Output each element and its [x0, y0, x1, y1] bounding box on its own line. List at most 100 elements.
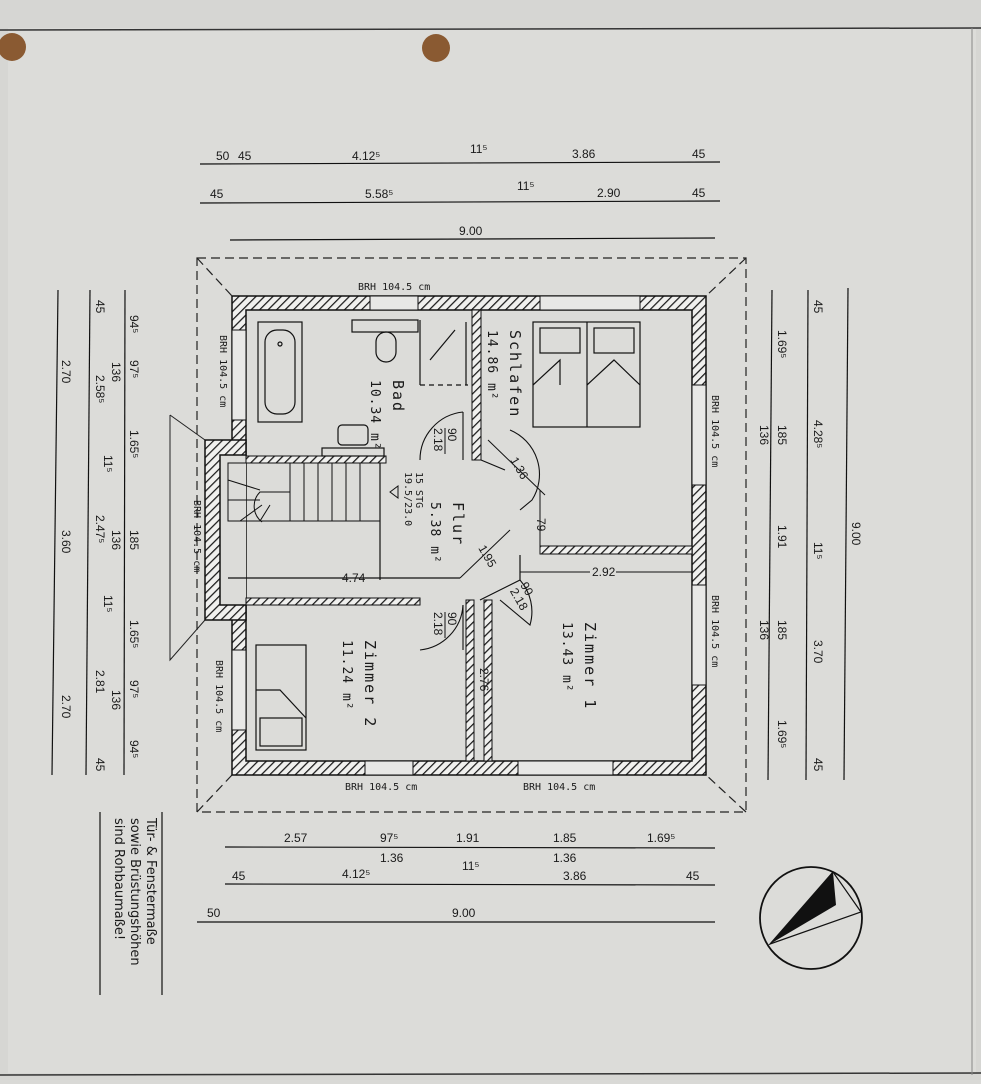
svg-text:97⁵: 97⁵ — [127, 360, 141, 378]
svg-text:1.65⁵: 1.65⁵ — [127, 620, 141, 648]
svg-text:9.00: 9.00 — [452, 906, 476, 920]
exterior-walls — [169, 295, 707, 776]
svg-text:4.74: 4.74 — [342, 571, 366, 585]
room-bad: Bad 10.34 m² — [367, 380, 407, 451]
brh-label: BRH 104.5 cm — [345, 782, 417, 793]
single-bed — [255, 644, 307, 751]
svg-text:45: 45 — [811, 300, 825, 314]
svg-text:1.36: 1.36 — [553, 851, 577, 865]
svg-text:185: 185 — [775, 620, 789, 640]
dimension-right — [767, 287, 849, 781]
svg-text:11⁵: 11⁵ — [462, 859, 479, 873]
bathtub — [257, 321, 303, 423]
dimension-top-labels: 50 45 4.12⁵ 11⁵ 3.86 45 45 5.58⁵ 11⁵ 2.9… — [210, 142, 706, 238]
room-name: Zimmer 1 — [581, 622, 599, 710]
dimension-right-labels: 1.69⁵ 185 136 1.91 185 136 1.69⁵ 45 4.28… — [757, 300, 863, 772]
room-area: 10.34 m² — [367, 380, 382, 451]
roof-outline — [196, 257, 747, 813]
pushpin-icon — [422, 34, 450, 62]
room-area: 13.43 m² — [559, 622, 574, 693]
room-flur: Flur 5.38 m² — [427, 502, 467, 564]
svg-text:79: 79 — [534, 518, 548, 532]
sheet-top-edge — [0, 27, 981, 31]
svg-text:136: 136 — [757, 620, 771, 640]
svg-text:2.76: 2.76 — [477, 668, 491, 692]
svg-text:185: 185 — [127, 530, 141, 550]
svg-text:1.65⁵: 1.65⁵ — [127, 430, 141, 458]
svg-text:50: 50 — [207, 906, 221, 920]
svg-text:1.69⁵: 1.69⁵ — [775, 720, 789, 748]
svg-text:2.70: 2.70 — [59, 695, 73, 719]
dimension-top — [199, 161, 721, 241]
room-zimmer-1: Zimmer 1 13.43 m² — [559, 622, 599, 710]
brh-label: BRH 104.5 cm — [523, 782, 595, 793]
svg-text:90: 90 — [445, 428, 459, 442]
svg-text:2.57: 2.57 — [284, 831, 308, 845]
svg-text:3.86: 3.86 — [563, 869, 587, 883]
svg-text:90: 90 — [445, 612, 459, 626]
door-label: 90 2.18 — [431, 428, 459, 454]
svg-text:136: 136 — [109, 362, 123, 382]
svg-text:1.69⁵: 1.69⁵ — [647, 831, 675, 845]
room-area: 11.24 m² — [339, 640, 354, 711]
svg-text:3.86: 3.86 — [572, 147, 596, 161]
room-area: 14.86 m² — [484, 330, 499, 401]
interior-walls — [245, 309, 693, 762]
brh-label: BRH 104.5 cm — [358, 282, 430, 293]
pushpin-icon — [0, 33, 26, 61]
svg-text:11⁵: 11⁵ — [101, 595, 115, 612]
note-box: Tür- & Fenstermaße sowie Brüstungshöhen … — [99, 812, 163, 995]
svg-text:94⁵: 94⁵ — [127, 740, 141, 758]
dimension-left-labels: 94⁵ 97⁵ 136 1.65⁵ 185 136 1.65⁵ 97⁵ 136 … — [59, 300, 141, 772]
svg-text:9.00: 9.00 — [849, 522, 863, 546]
svg-text:136: 136 — [757, 425, 771, 445]
svg-text:19.5/23.0: 19.5/23.0 — [402, 472, 413, 526]
svg-text:97⁵: 97⁵ — [380, 831, 398, 845]
svg-text:1.36: 1.36 — [380, 851, 404, 865]
svg-text:2.92: 2.92 — [592, 565, 616, 579]
svg-text:2.70: 2.70 — [59, 360, 73, 384]
svg-text:3.70: 3.70 — [811, 640, 825, 664]
svg-text:4.12⁵: 4.12⁵ — [352, 149, 380, 163]
room-name: Zimmer 2 — [361, 640, 379, 728]
svg-text:45: 45 — [93, 758, 107, 772]
room-name: Bad — [389, 380, 407, 413]
svg-text:45: 45 — [93, 300, 107, 314]
svg-text:2.18: 2.18 — [431, 428, 445, 452]
svg-text:Tür- & Fenstermaße: Tür- & Fenstermaße — [143, 817, 158, 945]
svg-text:11⁵: 11⁵ — [517, 179, 534, 193]
dimension-left — [51, 289, 126, 776]
svg-text:15 STG: 15 STG — [413, 472, 424, 508]
svg-text:4.12⁵: 4.12⁵ — [342, 867, 370, 881]
brh-label: BRH 104.5 cm — [213, 660, 224, 732]
svg-text:5.58⁵: 5.58⁵ — [365, 187, 393, 201]
double-bed — [532, 321, 641, 428]
dimension-bottom — [197, 846, 716, 923]
room-area: 5.38 m² — [427, 502, 442, 564]
svg-text:11⁵: 11⁵ — [470, 142, 487, 156]
svg-text:185: 185 — [775, 425, 789, 445]
svg-text:90: 90 — [517, 580, 536, 599]
north-arrow-icon — [759, 866, 863, 970]
room-name: Flur — [449, 502, 467, 546]
room-name: Schlafen — [506, 330, 524, 418]
svg-text:45: 45 — [811, 758, 825, 772]
svg-text:1.85: 1.85 — [553, 831, 577, 845]
svg-text:1.69⁵: 1.69⁵ — [775, 330, 789, 358]
svg-text:3.60: 3.60 — [59, 530, 73, 554]
room-zimmer-2: Zimmer 2 11.24 m² — [339, 640, 379, 728]
svg-text:1.91: 1.91 — [775, 525, 789, 549]
svg-text:2.81: 2.81 — [93, 670, 107, 694]
door-swings — [419, 411, 541, 651]
door-label: 90 2.18 — [431, 612, 459, 638]
svg-text:sind Rohbaumaße!: sind Rohbaumaße! — [111, 818, 126, 940]
svg-text:45: 45 — [692, 186, 706, 200]
svg-text:136: 136 — [109, 690, 123, 710]
brh-label: BRH 104.5 cm — [191, 500, 202, 572]
svg-text:2.18: 2.18 — [431, 612, 445, 636]
svg-text:2.58⁵: 2.58⁵ — [93, 375, 107, 403]
svg-text:1.91: 1.91 — [456, 831, 480, 845]
dimension-bottom-labels: 2.57 97⁵ 1.36 1.91 1.85 1.36 1.69⁵ 45 4.… — [207, 831, 700, 920]
